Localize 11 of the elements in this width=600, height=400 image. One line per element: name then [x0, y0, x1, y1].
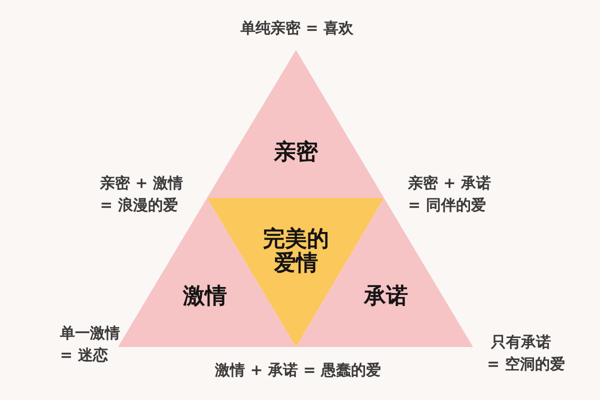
annotation-text: 单一激情 = 迷恋: [60, 323, 121, 366]
annotation-text: 激情 + 承诺 = 愚蠢的爱: [214, 360, 382, 381]
segment-label: 激情: [183, 285, 227, 309]
annotation-text: 亲密 + 激情 = 浪漫的爱: [100, 173, 184, 216]
annotation-text: 亲密 + 承诺 = 同伴的爱: [408, 173, 492, 216]
annotation-text: 只有承诺 = 空洞的爱: [487, 332, 566, 375]
annotation-text: 单纯亲密 = 喜欢: [240, 18, 354, 39]
triangle-segment: [207, 50, 384, 198]
segment-label: 承诺: [364, 285, 408, 309]
segment-label: 亲密: [274, 141, 318, 165]
segment-label: 完美的爱情: [262, 228, 330, 276]
